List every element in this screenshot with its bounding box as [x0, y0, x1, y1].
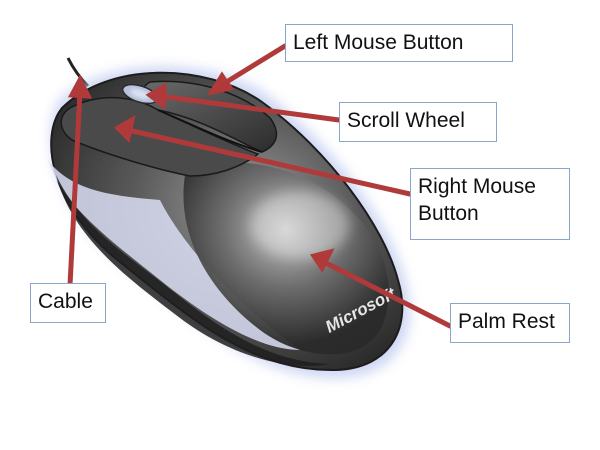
arrow-left-mouse-button — [217, 43, 288, 89]
callout-palm-rest: Palm Rest — [450, 303, 570, 343]
callout-left-mouse-button: Left Mouse Button — [285, 24, 513, 62]
callout-arrows — [67, 43, 453, 329]
arrow-cable — [67, 89, 83, 288]
callout-scroll-wheel: Scroll Wheel — [339, 102, 497, 142]
callout-right-mouse-button: Right Mouse Button — [410, 168, 570, 240]
arrow-palm-rest — [321, 259, 453, 329]
palm-highlight — [250, 191, 350, 259]
callout-cable: Cable — [30, 283, 106, 323]
button-seam — [157, 109, 263, 153]
arrow-right-mouse-button — [125, 127, 413, 197]
arrow-scroll-wheel — [157, 93, 342, 123]
